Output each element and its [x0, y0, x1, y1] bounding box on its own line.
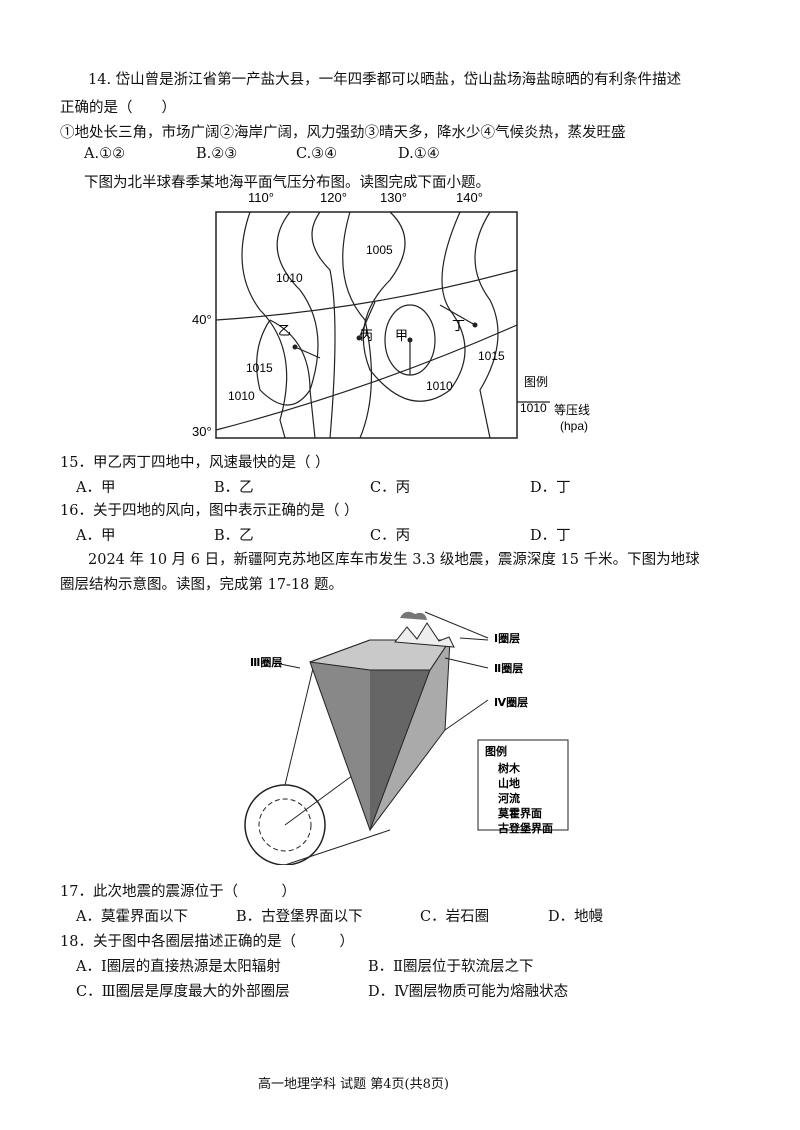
legend-value: 1010: [520, 401, 547, 415]
layer-4-label: Ⅳ圈层: [494, 696, 528, 709]
legend-unit: (hpa): [560, 419, 588, 433]
point-bing: 丙: [360, 328, 373, 343]
map-intro: 下图为北半球春季某地海平面气压分布图。读图完成下面小题。: [84, 175, 490, 191]
isobar-label: 1015: [246, 361, 273, 375]
q15-stem: 15．甲乙丙丁四地中，风速最快的是（ ）: [60, 455, 330, 471]
q17-option-d: D．地幔: [548, 909, 604, 925]
lon-110: 110°: [248, 190, 274, 205]
q18-option-a: A．Ⅰ圈层的直接热源是太阳辐射: [76, 959, 281, 975]
pressure-map: 110° 120° 130° 140° 40° 30° 1005 1010 10…: [192, 190, 590, 439]
q14-option-c: C.③④: [296, 146, 338, 162]
isobar-label: 1010: [276, 271, 303, 285]
lon-130: 130°: [380, 190, 407, 205]
isobar-label: 1005: [366, 243, 393, 257]
isobar-label: 1010: [426, 379, 453, 393]
q17-option-c: C．岩石圈: [420, 909, 490, 925]
isobar-label: 1015: [478, 349, 505, 363]
q17-option-a: A．莫霍界面以下: [76, 909, 188, 925]
earth-layers-diagram: Ⅰ圈层 Ⅱ圈层 Ⅲ圈层 Ⅳ圈层 图例 树木 山地 河流 莫霍界面 古登堡界面: [244, 611, 569, 865]
isobar-label: 1010: [228, 389, 255, 403]
q18-stem: 18．关于图中各圈层描述正确的是（ ）: [60, 934, 354, 950]
lon-140: 140°: [456, 190, 483, 205]
q15-option-d: D．丁: [530, 480, 571, 496]
q16-option-a: A．甲: [76, 528, 116, 544]
q14-conditions: ①地处长三角，市场广阔②海岸广阔，风力强劲③晴天多，降水少④气候炎热，蒸发旺盛: [60, 125, 626, 141]
q17-option-b: B．古登堡界面以下: [236, 909, 363, 925]
legend-gutenberg: 古登堡界面: [498, 821, 553, 835]
q15-option-c: C．丙: [370, 480, 411, 496]
q16-stem: 16．关于四地的风向，图中表示正确的是（ ）: [60, 503, 359, 519]
legend-mountain: 山地: [498, 776, 520, 790]
point-ding: 丁: [452, 318, 465, 333]
q14-option-d: D.①④: [398, 146, 440, 162]
q18-option-c: C．Ⅲ圈层是厚度最大的外部圈层: [76, 984, 290, 1000]
lat-40: 40°: [192, 312, 212, 327]
legend-river: 河流: [498, 791, 520, 805]
layer-1-label: Ⅰ圈层: [494, 632, 520, 645]
lon-120: 120°: [320, 190, 347, 205]
q18-option-b: B．Ⅱ圈层位于软流层之下: [368, 959, 534, 975]
point-jia: 甲: [395, 328, 408, 343]
q18-option-d: D．Ⅳ圈层物质可能为熔融状态: [368, 984, 569, 1000]
q14-stem: 14. 岱山曾是浙江省第一产盐大县，一年四季都可以晒盐，岱山盐场海盐晾晒的有利条…: [88, 72, 682, 88]
legend-moho: 莫霍界面: [497, 806, 542, 820]
page-footer: 高一地理学科 试题 第4页(共8页): [258, 1077, 449, 1092]
q14-option-a: A.①②: [84, 146, 126, 162]
quake-intro-cont: 圈层结构示意图。读图，完成第 17-18 题。: [60, 577, 344, 593]
legend-tree: 树木: [498, 761, 521, 775]
lat-30: 30°: [192, 424, 212, 439]
q15-option-b: B．乙: [214, 480, 254, 496]
q16-option-d: D．丁: [530, 528, 571, 544]
q16-option-b: B．乙: [214, 528, 254, 544]
q14-option-b: B.②③: [196, 146, 238, 162]
layer-2-label: Ⅱ圈层: [494, 662, 523, 675]
quake-intro: 2024 年 10 月 6 日，新疆阿克苏地区库车市发生 3.3 级地震，震源深…: [88, 552, 700, 568]
legend-label: 等压线: [554, 403, 590, 417]
point-yi: 乙: [278, 323, 291, 338]
q14-stem-cont: 正确的是（ ）: [60, 100, 176, 116]
q17-stem: 17．此次地震的震源位于（ ）: [60, 884, 296, 900]
legend-title: 图例: [524, 375, 548, 389]
q15-option-a: A．甲: [76, 480, 116, 496]
legend-title: 图例: [485, 744, 507, 758]
layer-3-label: Ⅲ圈层: [250, 656, 282, 669]
q16-option-c: C．丙: [370, 528, 411, 544]
